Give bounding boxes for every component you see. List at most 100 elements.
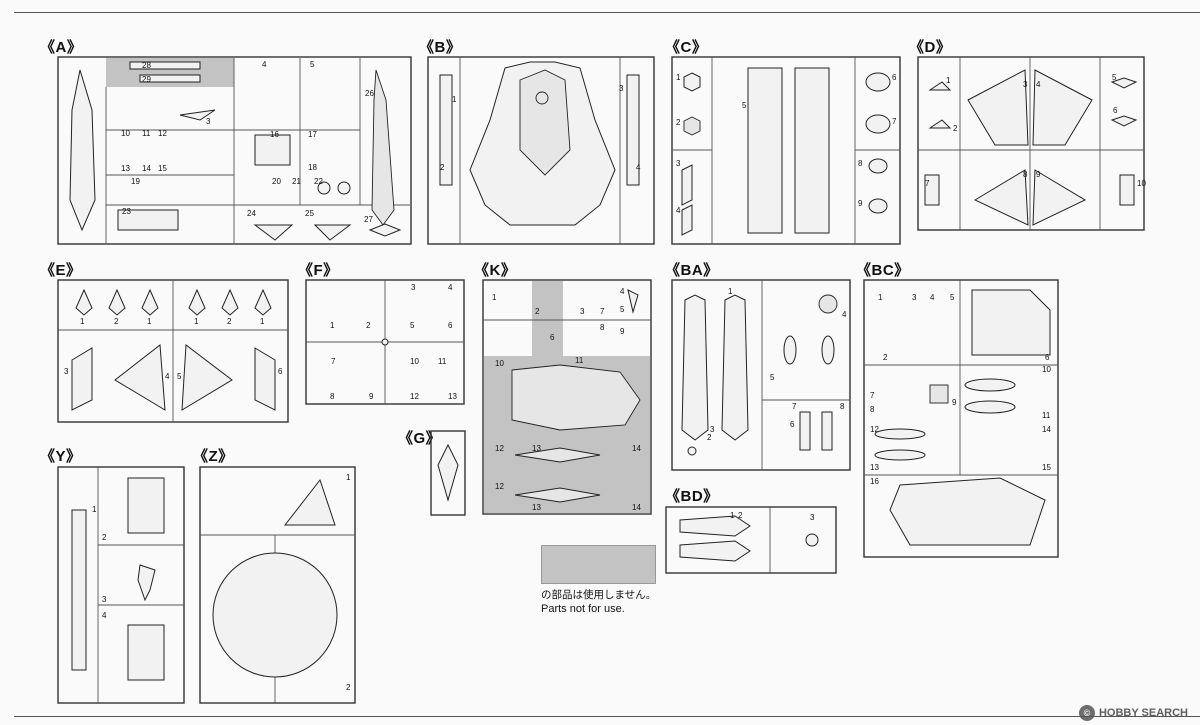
runner-z: 12 xyxy=(199,466,356,704)
svg-text:18: 18 xyxy=(308,163,317,172)
svg-text:4: 4 xyxy=(102,611,107,620)
svg-text:12: 12 xyxy=(495,444,504,453)
svg-text:2: 2 xyxy=(366,321,371,330)
svg-text:4: 4 xyxy=(165,372,170,381)
bottom-rule xyxy=(14,716,1200,717)
svg-text:1: 1 xyxy=(728,287,733,296)
svg-text:6: 6 xyxy=(1045,353,1050,362)
svg-text:5: 5 xyxy=(742,101,747,110)
svg-text:7: 7 xyxy=(600,307,605,316)
svg-text:19: 19 xyxy=(131,177,140,186)
svg-text:1: 1 xyxy=(260,317,265,326)
svg-text:2: 2 xyxy=(738,511,743,520)
svg-text:13: 13 xyxy=(121,164,130,173)
svg-text:14: 14 xyxy=(1042,425,1051,434)
svg-text:11: 11 xyxy=(142,129,151,138)
legend-english: Parts not for use. xyxy=(541,603,625,615)
runner-label-e: 《E》 xyxy=(40,262,82,279)
svg-text:1: 1 xyxy=(492,293,497,302)
svg-text:5: 5 xyxy=(620,305,625,314)
svg-text:2: 2 xyxy=(346,683,351,692)
svg-text:4: 4 xyxy=(676,206,681,215)
svg-text:3: 3 xyxy=(206,117,211,126)
svg-text:1: 1 xyxy=(730,511,735,520)
svg-text:29: 29 xyxy=(142,75,151,84)
svg-text:3: 3 xyxy=(912,293,917,302)
svg-text:3: 3 xyxy=(102,595,107,604)
runner-label-a: 《A》 xyxy=(40,39,83,56)
svg-text:15: 15 xyxy=(1042,463,1051,472)
svg-text:6: 6 xyxy=(278,367,283,376)
watermark: © HOBBY SEARCH xyxy=(1078,705,1188,721)
runner-label-d: 《D》 xyxy=(909,39,952,56)
svg-text:13: 13 xyxy=(870,463,879,472)
svg-text:3: 3 xyxy=(710,425,715,434)
svg-text:1: 1 xyxy=(878,293,883,302)
svg-text:5: 5 xyxy=(1112,73,1117,82)
svg-text:2: 2 xyxy=(114,317,119,326)
svg-text:8: 8 xyxy=(858,159,863,168)
svg-text:13: 13 xyxy=(532,444,541,453)
svg-text:2: 2 xyxy=(953,124,958,133)
svg-text:3: 3 xyxy=(676,159,681,168)
svg-text:5: 5 xyxy=(177,372,182,381)
svg-text:1: 1 xyxy=(452,95,457,104)
svg-text:16: 16 xyxy=(870,477,879,486)
svg-text:2: 2 xyxy=(440,163,445,172)
svg-text:6: 6 xyxy=(790,420,795,429)
svg-text:1: 1 xyxy=(346,473,351,482)
svg-text:6: 6 xyxy=(1113,106,1118,115)
svg-text:1: 1 xyxy=(92,505,97,514)
runner-label-k: 《K》 xyxy=(474,262,517,279)
svg-text:8: 8 xyxy=(840,402,845,411)
svg-text:9: 9 xyxy=(620,327,625,336)
runner-g xyxy=(430,430,466,516)
top-rule xyxy=(14,12,1200,13)
svg-text:3: 3 xyxy=(580,307,585,316)
svg-text:12: 12 xyxy=(495,482,504,491)
svg-text:9: 9 xyxy=(952,398,957,407)
svg-text:14: 14 xyxy=(142,164,151,173)
svg-text:24: 24 xyxy=(247,209,256,218)
svg-text:17: 17 xyxy=(308,130,317,139)
svg-text:1: 1 xyxy=(194,317,199,326)
svg-text:28: 28 xyxy=(142,61,151,70)
svg-text:3: 3 xyxy=(1023,80,1028,89)
svg-text:1: 1 xyxy=(330,321,335,330)
svg-text:4: 4 xyxy=(620,287,625,296)
svg-text:4: 4 xyxy=(448,283,453,292)
watermark-text: HOBBY SEARCH xyxy=(1098,707,1188,719)
runner-label-ba: 《BA》 xyxy=(665,262,719,279)
runner-label-f: 《F》 xyxy=(298,262,339,279)
runner-y: 1 2 3 4 xyxy=(57,466,185,704)
svg-text:12: 12 xyxy=(158,129,167,138)
runner-label-z: 《Z》 xyxy=(193,448,234,465)
svg-text:4: 4 xyxy=(636,163,641,172)
runner-label-y: 《Y》 xyxy=(40,448,82,465)
svg-text:3: 3 xyxy=(411,283,416,292)
svg-text:8: 8 xyxy=(600,323,605,332)
svg-text:26: 26 xyxy=(365,89,374,98)
svg-text:27: 27 xyxy=(364,215,373,224)
svg-text:9: 9 xyxy=(369,392,374,401)
svg-text:15: 15 xyxy=(158,164,167,173)
svg-text:2: 2 xyxy=(883,353,888,362)
svg-text:14: 14 xyxy=(632,503,641,512)
svg-text:2: 2 xyxy=(102,533,107,542)
svg-text:11: 11 xyxy=(438,357,447,366)
unused-parts-swatch xyxy=(541,545,656,584)
svg-text:4: 4 xyxy=(1036,80,1041,89)
svg-text:6: 6 xyxy=(550,333,555,342)
svg-text:12: 12 xyxy=(410,392,419,401)
svg-text:10: 10 xyxy=(410,357,419,366)
svg-text:7: 7 xyxy=(331,357,336,366)
svg-text:9: 9 xyxy=(1036,170,1041,179)
svg-text:23: 23 xyxy=(122,207,131,216)
svg-text:7: 7 xyxy=(870,391,875,400)
runner-label-g: 《G》 xyxy=(398,430,442,447)
